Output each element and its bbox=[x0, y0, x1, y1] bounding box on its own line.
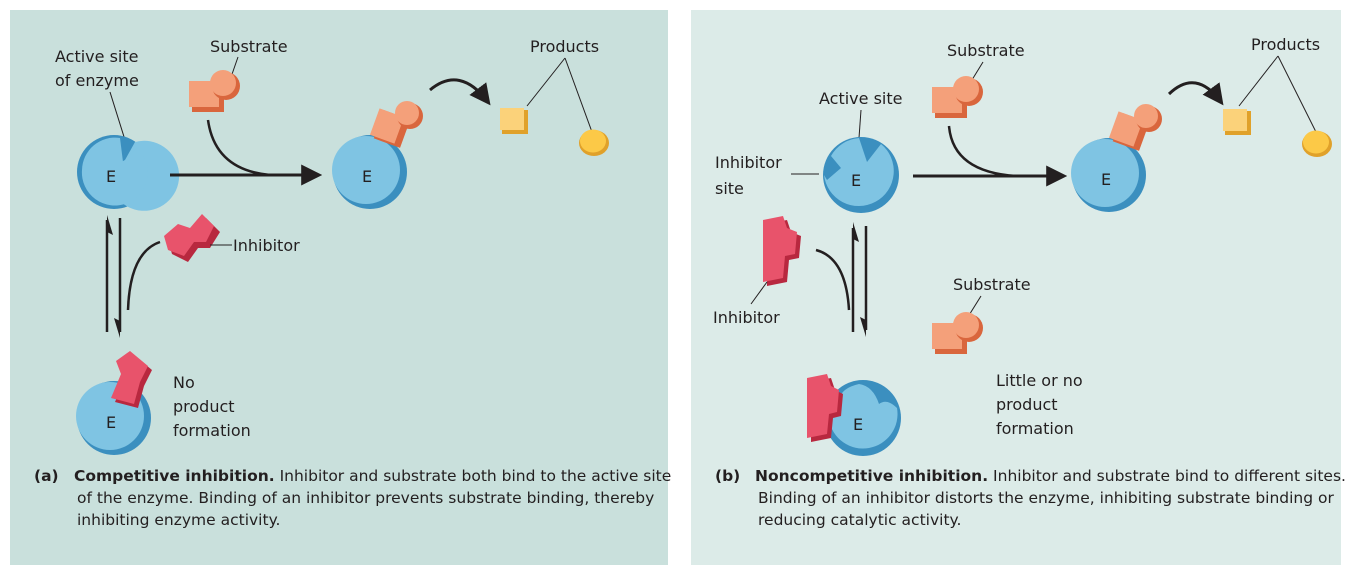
release-arrow bbox=[1167, 81, 1224, 106]
svg-text:E: E bbox=[362, 167, 372, 186]
equilibrium-arrows bbox=[105, 215, 122, 338]
product-circle bbox=[1302, 130, 1332, 157]
competitive-diagram: Active site of enzyme E Substrate bbox=[55, 37, 609, 455]
no-product-label: No product formation bbox=[173, 373, 251, 440]
substrate-label: Substrate bbox=[947, 41, 1025, 60]
substrate-entry-curve bbox=[206, 119, 271, 177]
enzyme-substrate-complex: E bbox=[1071, 104, 1162, 212]
enzyme-substrate-complex: E bbox=[332, 101, 423, 209]
enzyme-free: E bbox=[823, 137, 899, 213]
svg-text:E: E bbox=[1101, 170, 1111, 189]
inhibitor-molecule bbox=[164, 214, 220, 262]
competitive-caption: (a)Competitive inhibition. Inhibitor and… bbox=[34, 467, 672, 529]
svg-text:E: E bbox=[851, 171, 861, 190]
equilibrium-arrows bbox=[851, 222, 868, 337]
inhibitor-site-label: Inhibitor site bbox=[715, 153, 787, 198]
enzyme-free: E bbox=[77, 135, 180, 211]
noncompetitive-diagram: Substrate Active site Inhibitor site E bbox=[713, 35, 1332, 456]
active-site-label: Active site bbox=[819, 89, 902, 108]
free-substrate-label: Substrate bbox=[953, 275, 1031, 294]
little-product-label: Little or no product formation bbox=[996, 371, 1088, 438]
substrate-entry-curve bbox=[947, 125, 1017, 178]
products-label: Products bbox=[530, 37, 599, 56]
substrate-molecule bbox=[189, 70, 240, 112]
inhibitor-molecule bbox=[763, 216, 801, 286]
active-site-pointer bbox=[109, 91, 126, 141]
product-square bbox=[500, 108, 528, 134]
noncompetitive-caption: (b)Noncompetitive inhibition. Inhibitor … bbox=[715, 467, 1346, 529]
substrate-label: Substrate bbox=[210, 37, 288, 56]
svg-text:E: E bbox=[106, 413, 116, 432]
product-square bbox=[1223, 109, 1251, 135]
svg-text:E: E bbox=[106, 167, 116, 186]
inhibitor-entry-curve bbox=[126, 240, 161, 311]
active-site-label: Active site of enzyme bbox=[55, 47, 144, 90]
svg-text:E: E bbox=[853, 415, 863, 434]
enzyme-inhibitor-complex: E bbox=[807, 374, 901, 456]
inhibitor-entry-curve bbox=[815, 248, 851, 311]
noncompetitive-inhibition-panel: Substrate Active site Inhibitor site E bbox=[691, 10, 1346, 565]
product-circle bbox=[579, 129, 609, 156]
substrate-molecule bbox=[932, 76, 983, 118]
free-substrate-molecule bbox=[932, 312, 983, 354]
release-arrow bbox=[429, 78, 491, 106]
inhibitor-label: Inhibitor bbox=[233, 236, 300, 255]
products-label: Products bbox=[1251, 35, 1320, 54]
inhibitor-label: Inhibitor bbox=[713, 308, 780, 327]
enzyme-inhibitor-complex: E bbox=[76, 351, 152, 455]
competitive-inhibition-panel: Active site of enzyme E Substrate bbox=[10, 10, 671, 565]
